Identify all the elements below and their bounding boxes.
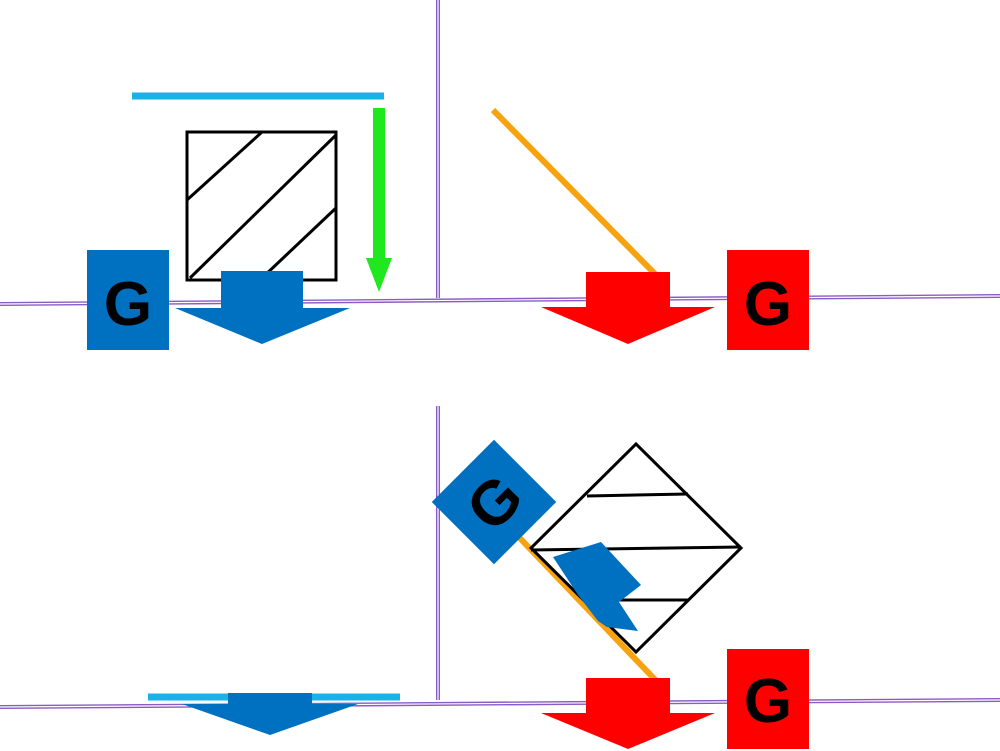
badge-label: G [104,270,152,339]
red-g-badge: G [727,250,809,350]
blue-down-arrow-icon [182,693,358,735]
badge-label: G [744,667,792,736]
panel-bottom-left [148,693,400,735]
orange-rod [490,507,666,691]
red-down-arrow-icon [541,272,715,344]
panel-top-right: G [490,107,809,350]
panel-bottom-right: G G [431,439,809,749]
red-down-arrow-icon [541,678,715,749]
tilted-blue-arrow-icon [553,542,641,631]
panel-top-left: G [87,92,392,350]
hatched-diamond [528,441,744,655]
red-g-badge: G [727,649,809,749]
badge-label: G [744,270,792,339]
orange-rod [490,107,666,285]
blue-down-arrow-icon [175,271,350,344]
green-down-arrow [366,108,392,292]
blue-g-badge: G [87,250,169,350]
panel-dividers [0,0,1000,709]
hatched-box [185,130,338,282]
